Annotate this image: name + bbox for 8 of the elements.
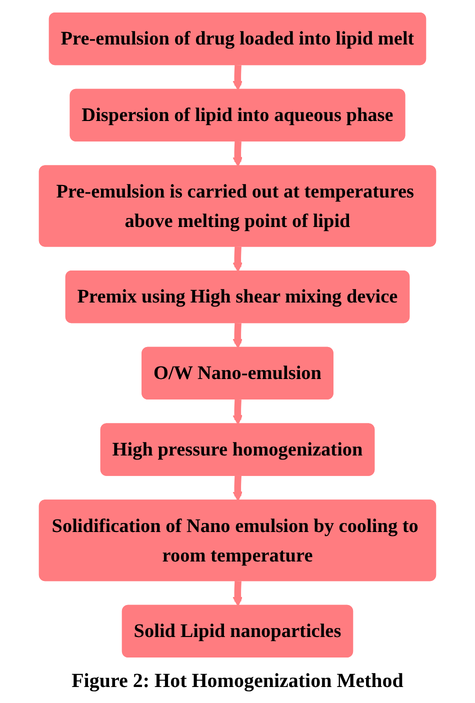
arrow [232, 398, 243, 425]
arrow [232, 580, 243, 606]
arrow [232, 140, 243, 167]
figure-caption: Figure 2: Hot Homogenization Method [72, 669, 404, 694]
arrow [232, 474, 243, 502]
arrow [232, 64, 243, 90]
arrow [232, 245, 243, 272]
arrow [232, 322, 243, 348]
